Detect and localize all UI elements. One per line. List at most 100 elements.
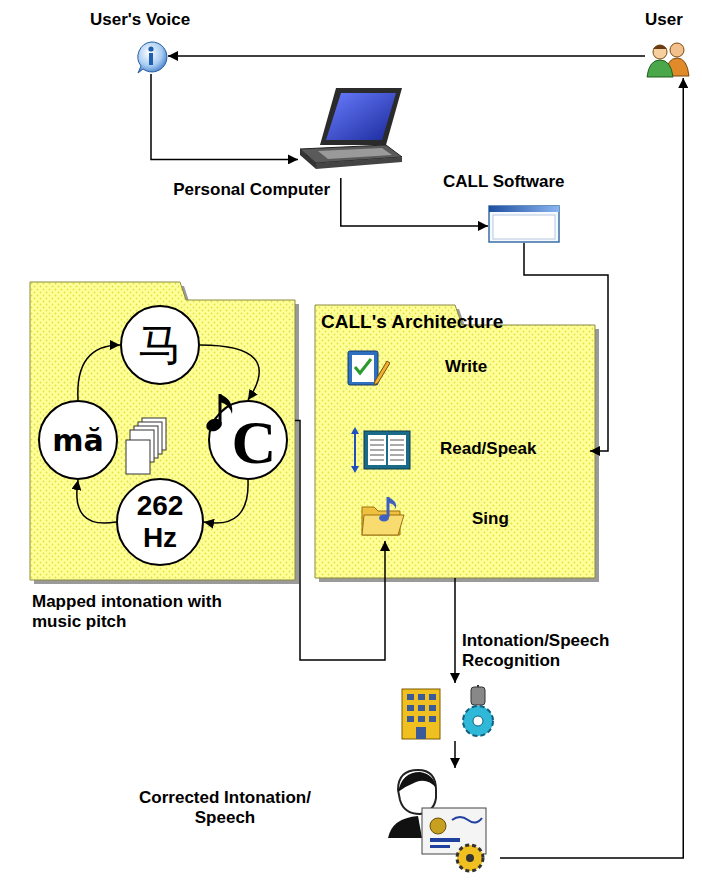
sing-icon bbox=[360, 493, 408, 538]
write-item: Write bbox=[345, 347, 545, 389]
drawing-part bbox=[463, 706, 493, 736]
drawing-part bbox=[489, 206, 559, 212]
drawing-part bbox=[466, 854, 474, 862]
connector bbox=[204, 480, 248, 523]
drawing-part bbox=[126, 440, 150, 474]
drawing-part bbox=[370, 455, 384, 456]
drawing-part bbox=[430, 845, 450, 848]
pinyin-circle: mă bbox=[38, 400, 118, 480]
architecture-folder bbox=[315, 305, 595, 578]
drawing-part bbox=[362, 515, 404, 535]
write-icon bbox=[345, 347, 390, 389]
node-label: User's Voice bbox=[90, 10, 190, 30]
drawing-part bbox=[416, 727, 426, 739]
drawing-part bbox=[316, 157, 402, 169]
connector bbox=[454, 741, 456, 768]
connector bbox=[151, 74, 298, 159]
drawing-part bbox=[320, 88, 402, 145]
node-label: Sing bbox=[472, 509, 509, 529]
drawing-part bbox=[390, 460, 404, 461]
connector bbox=[78, 345, 120, 400]
sing-item: Sing bbox=[360, 493, 560, 541]
user-node: User bbox=[645, 38, 690, 78]
drawing-part bbox=[370, 450, 384, 451]
drawing-part bbox=[374, 361, 390, 385]
node-label: Intonation/Speech Recognition bbox=[462, 631, 657, 672]
connector bbox=[295, 420, 385, 660]
drawing-part bbox=[398, 772, 436, 792]
mapped-folder bbox=[30, 282, 295, 580]
drawing-part bbox=[452, 817, 482, 823]
drawing-part bbox=[370, 460, 384, 461]
node-label: Write bbox=[445, 357, 487, 377]
book-icon bbox=[350, 425, 412, 475]
drawing-part bbox=[148, 46, 153, 51]
drawing-part bbox=[429, 716, 436, 722]
drawing-part bbox=[318, 148, 392, 159]
drawing-part bbox=[138, 42, 167, 73]
window-icon bbox=[488, 205, 560, 243]
drawing-part bbox=[398, 770, 436, 814]
node-label: CALL's Architecture bbox=[321, 311, 503, 334]
drawing-part bbox=[653, 45, 667, 49]
drawing-part bbox=[388, 435, 406, 465]
drawing-part bbox=[429, 694, 436, 700]
drawing-part bbox=[326, 93, 396, 140]
drawing-part bbox=[471, 687, 485, 705]
drawing-part bbox=[647, 60, 673, 77]
computer-node: Personal Computer bbox=[298, 85, 405, 178]
connector bbox=[200, 345, 259, 400]
voice-node: User's Voice bbox=[134, 40, 168, 74]
drawing-part bbox=[355, 359, 371, 373]
connector bbox=[77, 480, 116, 523]
drawing-part bbox=[368, 435, 386, 465]
drawing-part bbox=[460, 848, 480, 868]
drawing-part bbox=[351, 427, 359, 473]
drawing-part bbox=[390, 440, 404, 441]
drawing-part bbox=[473, 716, 483, 726]
connector bbox=[524, 243, 608, 451]
drawing-part bbox=[418, 705, 425, 711]
drawing-part bbox=[390, 445, 404, 446]
drawing-part bbox=[402, 689, 440, 739]
drawing-part bbox=[429, 705, 436, 711]
drawing-part bbox=[418, 694, 425, 700]
drawing-part bbox=[407, 705, 414, 711]
architecture-folder-node: CALL's ArchitectureWriteRead/SpeakSing bbox=[315, 325, 595, 578]
drawing-part bbox=[457, 845, 483, 871]
drawing-part bbox=[370, 440, 404, 460]
connector bbox=[168, 55, 645, 57]
drawing-part bbox=[370, 445, 384, 446]
info-icon bbox=[134, 40, 168, 74]
software-node: CALL Software bbox=[488, 205, 560, 243]
document-stack bbox=[126, 418, 166, 474]
laptop-icon bbox=[298, 85, 405, 178]
drawing-part bbox=[407, 694, 414, 700]
drawing-part bbox=[149, 53, 153, 65]
connector bbox=[500, 78, 683, 858]
read-speak-item: Read/Speak bbox=[350, 425, 590, 477]
drawing-part bbox=[457, 845, 483, 871]
hanzi-circle: 马 bbox=[120, 305, 200, 385]
user-icon bbox=[645, 38, 690, 78]
drawing-part bbox=[670, 43, 684, 57]
connector bbox=[454, 578, 456, 683]
note-circle: C bbox=[208, 400, 288, 480]
node-label: CALL Software bbox=[443, 172, 565, 192]
drawing-part bbox=[430, 818, 446, 834]
drawing-part bbox=[388, 497, 396, 509]
drawing-part bbox=[390, 450, 404, 451]
circle-text: 马 bbox=[138, 316, 182, 375]
circle-text: 262 Hz bbox=[128, 490, 192, 554]
drawing-part bbox=[463, 706, 493, 736]
drawing-part bbox=[407, 716, 414, 722]
drawing-part bbox=[370, 440, 384, 441]
circle-text: mă bbox=[52, 423, 104, 458]
corrected-icon bbox=[388, 768, 500, 874]
drawing-part bbox=[407, 694, 436, 739]
node-label: Mapped intonation with music pitch bbox=[32, 592, 272, 633]
frequency-circle: 262 Hz bbox=[116, 478, 204, 566]
node-label: Corrected Intonation/ Speech bbox=[120, 788, 330, 829]
drawing-part bbox=[364, 431, 410, 469]
circle-text: C bbox=[232, 407, 277, 478]
